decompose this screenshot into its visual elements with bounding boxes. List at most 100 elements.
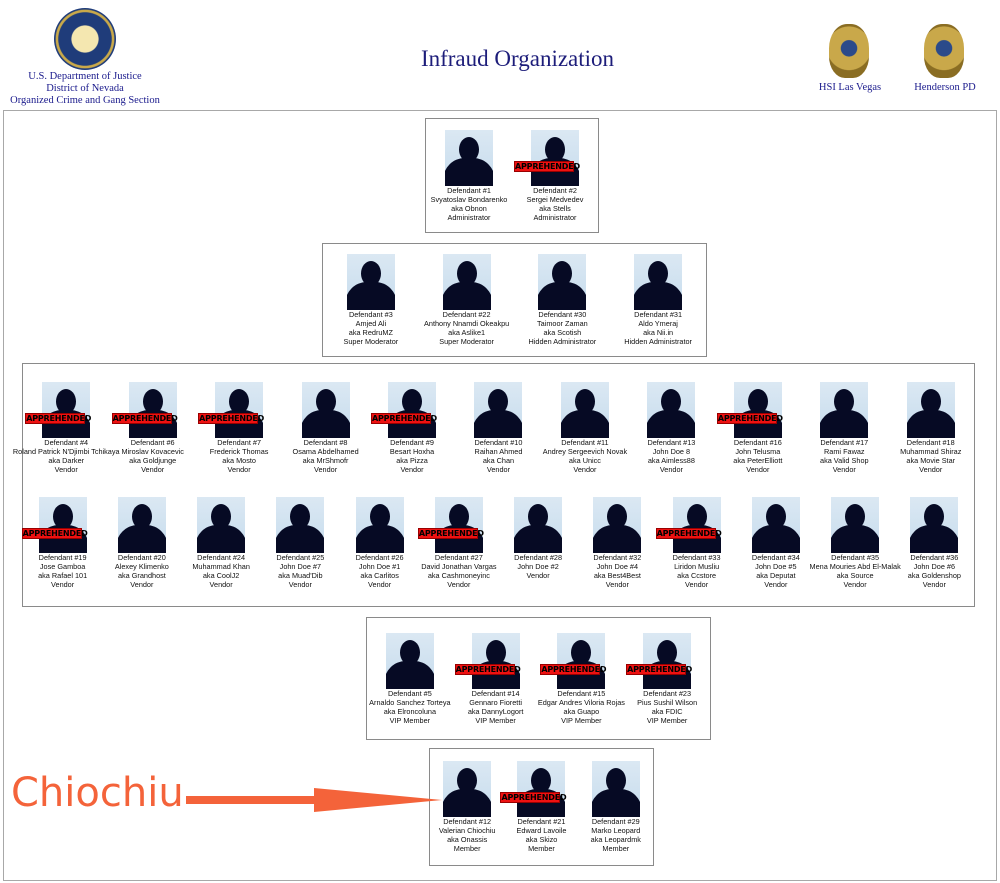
apprehended-stamp: APPREHENDED — [514, 160, 580, 172]
defendant-name: Gennaro Fioretti — [469, 697, 522, 707]
silhouette-photo — [346, 254, 395, 310]
defendant-aka: aka Grandhost — [117, 570, 166, 580]
defendant-role: Member — [453, 844, 481, 853]
silhouette-photo — [355, 496, 404, 553]
defendant-aka: aka Scotish — [543, 328, 582, 337]
defendant-aka: aka Goldenshop — [907, 570, 961, 580]
doj-label: U.S. Department of Justice District of N… — [5, 71, 165, 107]
silhouette-photo — [560, 381, 609, 438]
defendant-id: Defendant #15 — [557, 688, 606, 698]
defendant-name: John Doe #4 — [596, 561, 639, 571]
defendant-name: John Doe #5 — [755, 561, 797, 571]
silhouette-photo — [906, 381, 955, 438]
silhouette-photo — [38, 496, 87, 553]
defendant-name: Mena Mouries Abd El-Malak — [809, 561, 901, 571]
defendant-name: Muhammad Shiraz — [900, 446, 962, 456]
defendant-role: Super Moderator — [343, 337, 399, 346]
defendant-id: Defendant #10 — [474, 437, 523, 447]
org-chart-frame — [3, 110, 997, 881]
defendant-id: Defendant #16 — [733, 437, 782, 447]
defendant-aka: aka Nii.in — [643, 328, 674, 337]
defendant-id: Defendant #29 — [591, 817, 640, 826]
defendant-name: Andrey Sergeevich Novak — [542, 446, 628, 456]
silhouette-photo — [385, 632, 434, 689]
defendant-name: Liridon Musliu — [674, 561, 720, 571]
arrow-icon — [186, 788, 442, 812]
defendant-name: John Doe #1 — [358, 561, 401, 571]
silhouette-photo — [42, 381, 91, 438]
defendant-role: Administrator — [533, 212, 577, 222]
apprehended-stamp: APPREHENDED — [454, 663, 521, 675]
defendant-id: Defendant #19 — [38, 552, 87, 562]
defendant-name: Edward Lavoile — [516, 826, 567, 835]
defendant-id: Defendant #11 — [561, 437, 609, 447]
doj-seal-logo — [54, 8, 116, 70]
defendant-role: Hidden Administrator — [528, 337, 597, 346]
hsi-badge-logo — [829, 24, 869, 78]
defendant-aka: aka Unicc — [568, 455, 601, 465]
hsi-label: HSI Las Vegas — [818, 82, 882, 93]
defendant-id: Defendant #2 — [533, 185, 577, 195]
doj-line: District of Nevada — [46, 83, 124, 94]
defendant-aka: aka Chan — [482, 455, 515, 465]
defendant-name: Alexey Klimenko — [114, 561, 169, 571]
defendant-id: Defendant #31 — [634, 310, 683, 319]
silhouette-photo — [557, 632, 606, 689]
silhouette-photo — [443, 761, 492, 817]
silhouette-photo — [215, 381, 264, 438]
silhouette-photo — [445, 129, 493, 186]
defendant-role: VIP Member — [646, 715, 688, 725]
defendant-name: Edgar Andres Viloria Rojas — [537, 697, 625, 707]
silhouette-photo — [117, 496, 166, 553]
defendant-name: John Doe #6 — [913, 561, 956, 571]
defendant-role: Vendor — [843, 579, 867, 589]
defendant-name: Anthony Nnamdi Okeakpu — [424, 319, 510, 328]
defendant-id: Defendant #7 — [217, 437, 262, 447]
defendant-aka: aka Pizza — [396, 455, 428, 465]
silhouette-photo — [128, 381, 177, 438]
defendant-name: Amjed Ali — [355, 319, 387, 328]
defendant-role: Vendor — [130, 579, 154, 589]
defendant-id: Defendant #26 — [355, 552, 404, 562]
silhouette-photo — [531, 129, 579, 186]
silhouette-photo — [517, 761, 566, 817]
defendant-name: Besart Hoxha — [389, 446, 435, 456]
defendant-role: VIP Member — [389, 715, 431, 725]
apprehended-stamp: APPREHENDED — [25, 412, 92, 424]
defendant-role: Vendor — [54, 464, 78, 474]
doj-line: U.S. Department of Justice — [28, 71, 142, 82]
apprehended-stamp: APPREHENDED — [111, 412, 178, 424]
defendant-role: VIP Member — [475, 715, 516, 725]
silhouette-photo — [733, 381, 782, 438]
defendant-id: Defendant #35 — [831, 552, 880, 562]
defendant-aka: aka Aslike1 — [448, 328, 486, 337]
silhouette-photo — [831, 496, 880, 553]
defendant-name: Jose Gamboa — [39, 561, 86, 571]
defendant-id: Defendant #13 — [647, 437, 696, 447]
defendant-name: Svyatoslav Bondarenko — [430, 194, 508, 204]
defendant-role: Hidden Administrator — [624, 337, 692, 346]
defendant-aka: aka Best4Best — [593, 570, 641, 580]
defendant-aka: aka Stells — [539, 203, 571, 213]
apprehended-stamp: APPREHENDED — [417, 527, 484, 539]
